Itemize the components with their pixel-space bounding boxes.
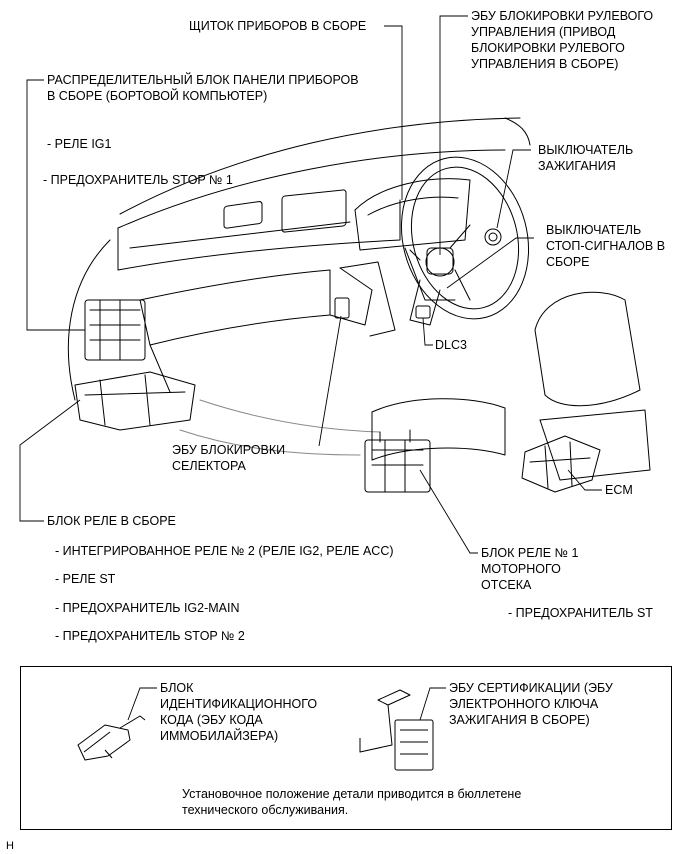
steering-column: [409, 279, 441, 326]
leader-ecm: [567, 469, 602, 491]
relay-block-label: БЛОК РЕЛЕ В СБОРЕ: [47, 514, 176, 528]
corner-mark: H: [6, 840, 14, 852]
driver-seat: [534, 291, 641, 407]
certification-ecu-body: [394, 719, 434, 771]
cluster-hood: [354, 178, 471, 251]
ecm-label: ECM: [605, 483, 633, 497]
relay-block: [74, 371, 196, 431]
steering-wheel: [400, 156, 530, 320]
leader-instrument-cluster: [384, 25, 403, 200]
engine-relay-block: [364, 439, 431, 493]
glovebox: [139, 269, 331, 346]
leader-stop-light: [446, 237, 534, 289]
junction-block: [84, 299, 146, 361]
windshield-edge: [119, 117, 521, 215]
ecm-unit: [521, 435, 601, 493]
left-door-curve: [67, 239, 111, 401]
leader-dlc3: [422, 317, 433, 346]
leader-shift-lock: [318, 315, 342, 447]
instrument-cluster-label: ЩИТОК ПРИБОРОВ В СБОРЕ: [189, 19, 367, 33]
engine-relay-item-st-fuse: - ПРЕДОХРАНИТЕЛЬ ST: [508, 606, 653, 620]
leader-relay-block: [19, 399, 81, 522]
certification-ecu-bracket: [359, 689, 411, 753]
dash-face: [117, 199, 401, 271]
relay-item-st: - РЕЛЕ ST: [55, 572, 116, 586]
junction-item-ig1-relay: - РЕЛЕ IG1: [47, 137, 112, 151]
ignition-switch-body: [484, 228, 502, 246]
relay-item-stop-fuse: - ПРЕДОХРАНИТЕЛЬ STOP № 2: [55, 629, 245, 643]
relay-item-ig2-main: - ПРЕДОХРАНИТЕЛЬ IG2-MAIN: [55, 601, 240, 615]
center-vent: [223, 201, 263, 229]
dlc3-label: DLC3: [435, 338, 467, 352]
leader-ignition: [496, 149, 531, 229]
leader-engine-relay: [419, 469, 478, 554]
inset-box: [20, 666, 672, 830]
leader-steering-lock: [439, 15, 468, 255]
junction-item-stop-fuse: - ПРЕДОХРАНИТЕЛЬ STOP № 1: [43, 173, 233, 187]
transponder-key-unit: [77, 724, 131, 761]
dlc3-connector: [415, 305, 431, 319]
leader-junction-block: [26, 79, 85, 331]
dash-top-edge: [117, 149, 506, 229]
shift-lock-ecu: [334, 297, 350, 319]
console-box: [371, 398, 506, 461]
relay-item-integrated: - ИНТЕГРИРОВАННОЕ РЕЛЕ № 2 (РЕЛЕ IG2, РЕ…: [55, 544, 394, 558]
center-display: [281, 189, 347, 233]
center-console: [339, 261, 396, 337]
